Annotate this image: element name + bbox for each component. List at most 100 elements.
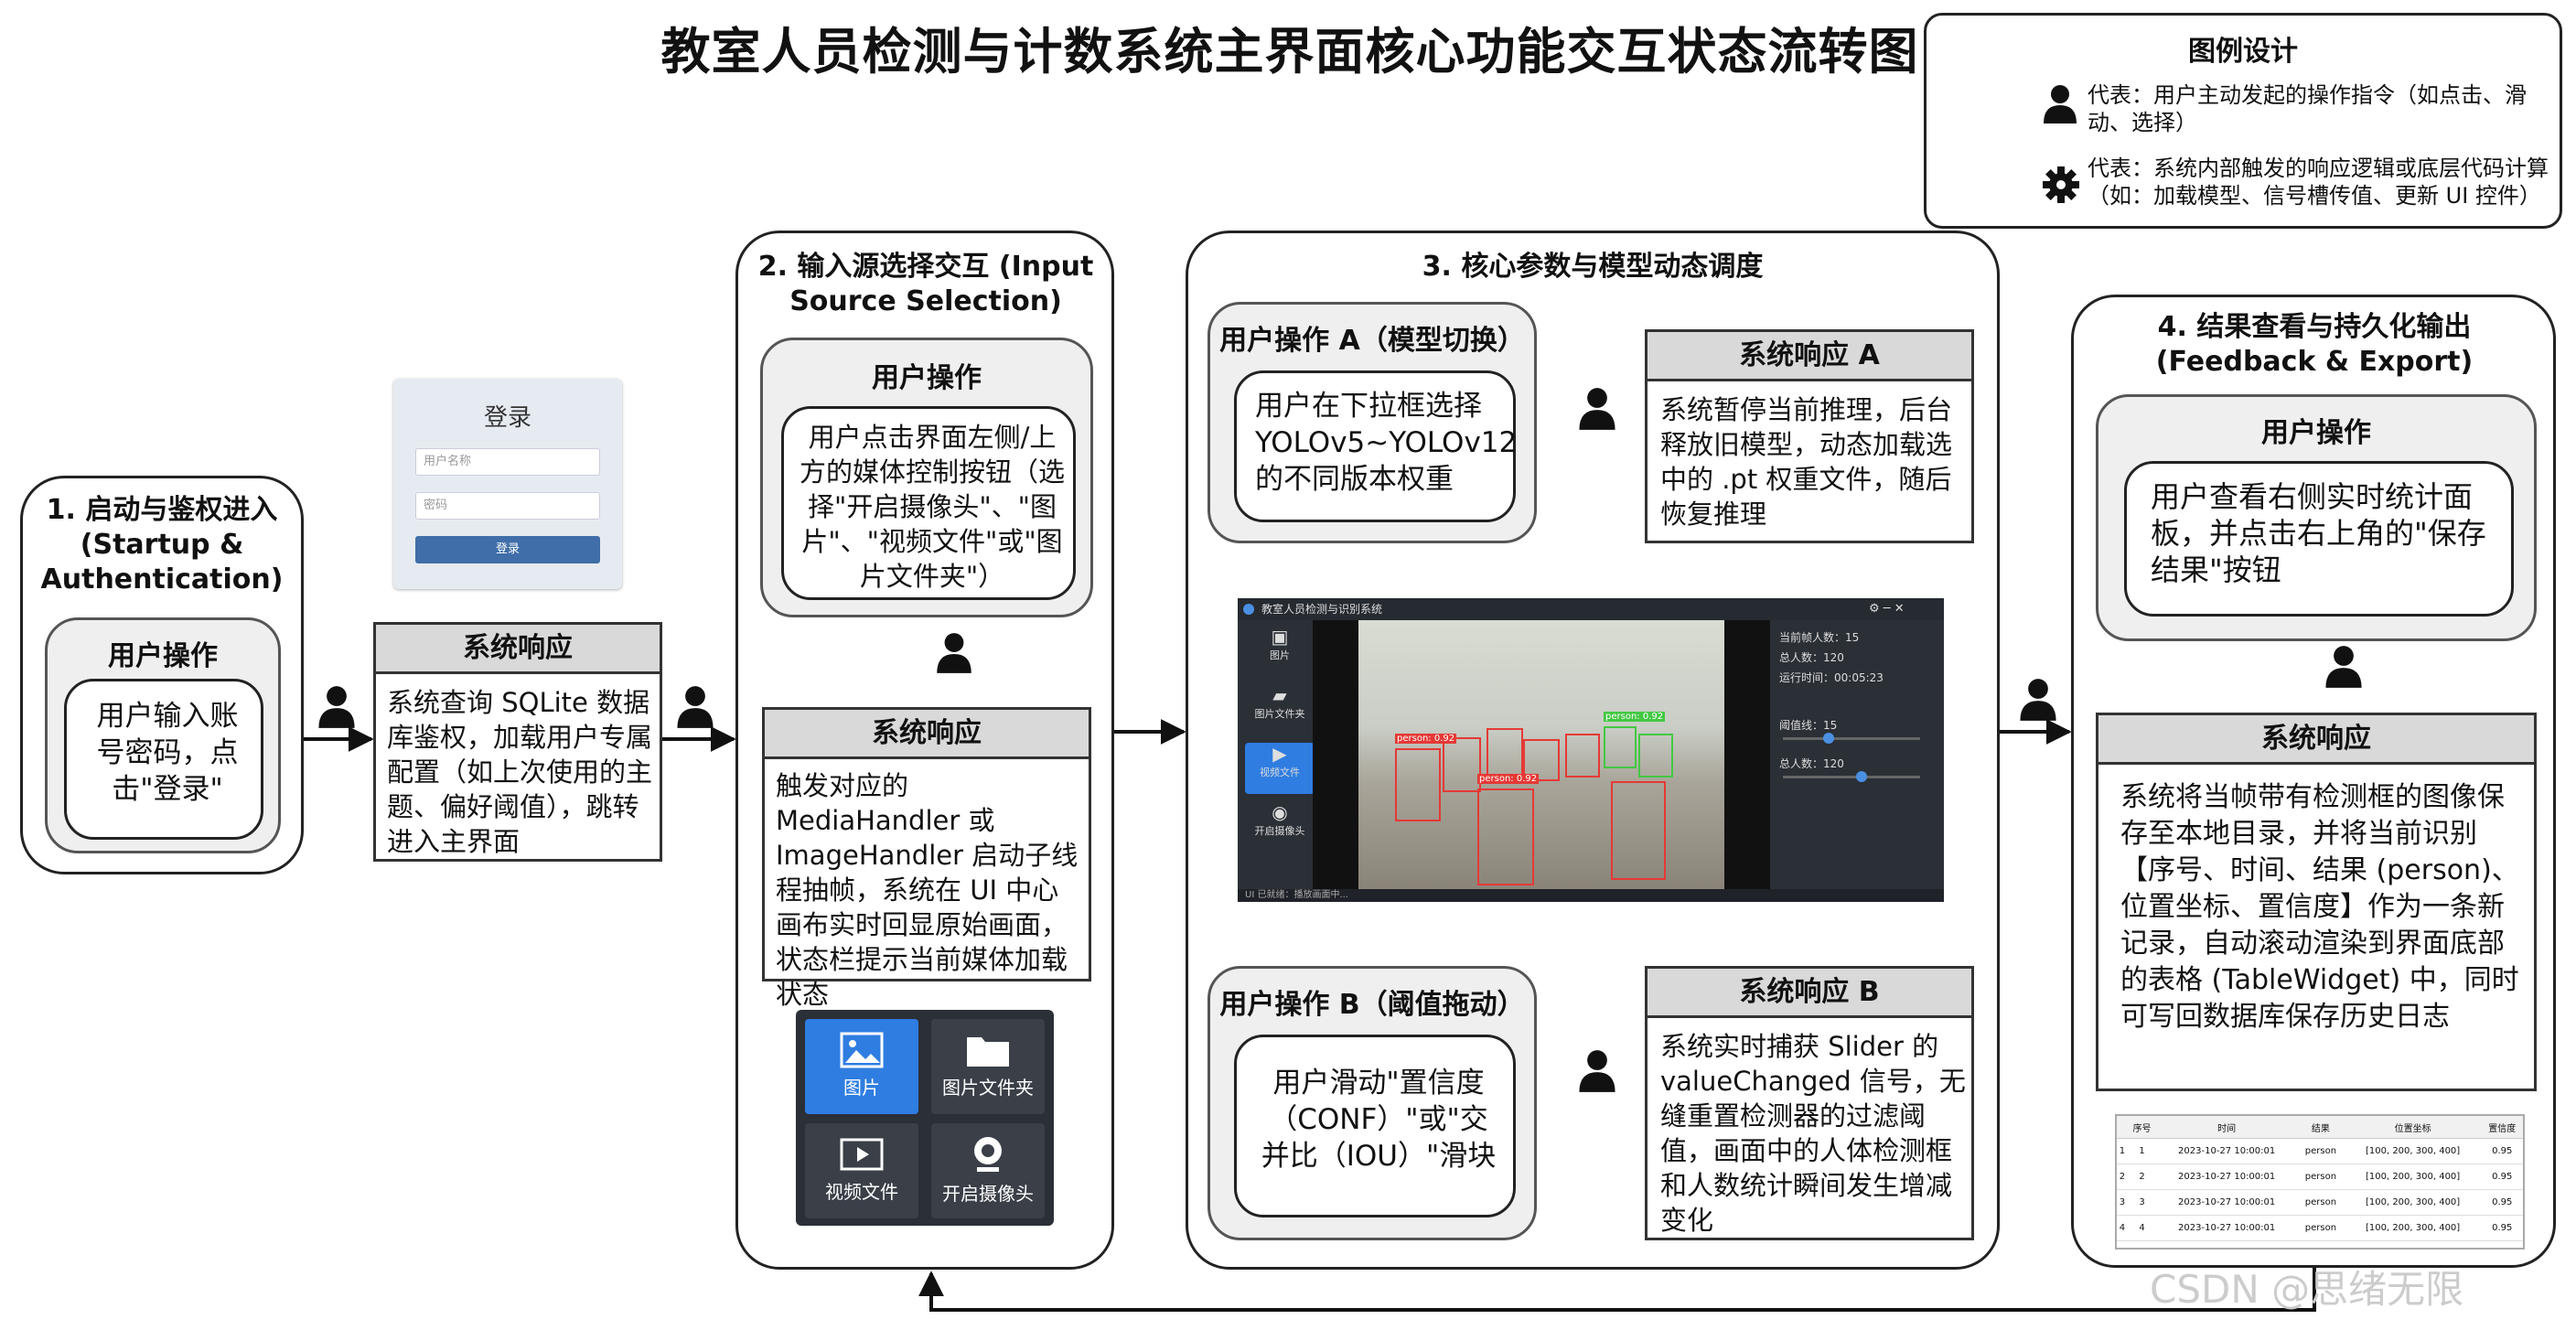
arrow-feedback-loop [918, 1268, 2316, 1312]
threshold-label: 阈值线：15 [1779, 719, 1838, 732]
stage1-user-box: 用户操作 用户输入账号密码，点击"登录" [45, 617, 281, 853]
video-icon [840, 1138, 884, 1171]
stage2-user-inner: 用户点击界面左侧/上方的媒体控制按钮（选择"开启摄像头"、"图片"、"视频文件"… [781, 406, 1076, 600]
stage4-user-box: 用户操作 用户查看右侧实时统计面板，并点击右上角的"保存结果"按钮 [2096, 394, 2537, 641]
app-side-video-label: 视频文件 [1260, 767, 1300, 778]
camera-icon [974, 1137, 1002, 1172]
app-status-bar: UI 已就绪：播放画面中... [1238, 889, 1944, 902]
stage4-sys-text: 系统将当帧带有检测框的图像保存至本地目录，并将当前识别【序号、时间、结果 (pe… [2120, 781, 2519, 1033]
watermark: CSDN @思绪无限 [2150, 1267, 2464, 1312]
table-header [2117, 1116, 2128, 1139]
user-icon [2325, 646, 2362, 688]
login-button[interactable]: 登录 [415, 536, 600, 563]
table-cell: person [2297, 1189, 2345, 1216]
username-input[interactable]: 用户名称 [415, 448, 600, 476]
app-side-folder[interactable]: ▰图片文件夹 [1245, 684, 1315, 735]
window-controls-icon[interactable]: ⚙ ─ ✕ [1869, 602, 1905, 616]
stage3-userB-label: 用户操作 B（阈值拖动） [1219, 989, 1525, 1021]
app-side-camera[interactable]: ◉开启摄像头 [1245, 801, 1315, 853]
user-icon [1579, 388, 1615, 430]
iou-slider[interactable] [1783, 776, 1920, 778]
user-icon [2044, 85, 2077, 123]
conf-slider[interactable] [1783, 737, 1920, 740]
image-icon [840, 1032, 884, 1068]
password-input[interactable]: 密码 [415, 492, 600, 520]
table-cell: 2023-10-27 10:00:01 [2156, 1138, 2298, 1164]
table-cell: 0.95 [2481, 1189, 2523, 1216]
video-file-button-label: 视频文件 [825, 1181, 898, 1203]
classroom-frame: person: 0.92 person: 0.92 person: 0.92 [1358, 620, 1724, 889]
legend-solid-text: 代表：用户主动发起的操作指令（如点击、滑动、选择） [2088, 82, 2527, 135]
stage1-sys-box: 系统响应 系统查询 SQLite 数据库鉴权，加载用户专属配置（如上次使用的主题… [373, 622, 662, 862]
app-side-folder-label: 图片文件夹 [1254, 708, 1305, 720]
stage4-sys-box: 系统响应 系统将当帧带有检测框的图像保存至本地目录，并将当前识别【序号、时间、结… [2096, 713, 2537, 1091]
table-header: 位置坐标 [2344, 1116, 2482, 1139]
stage2-user-label: 用户操作 [872, 362, 982, 394]
detection-box [1604, 726, 1637, 768]
stage4-user-inner: 用户查看右侧实时统计面板，并点击右上角的"保存结果"按钮 [2124, 461, 2514, 617]
stage3-userA-inner: 用户在下拉框选择 YOLOv5~YOLOv12 的不同版本权重 [1234, 370, 1517, 522]
table-cell: 2023-10-27 10:00:01 [2156, 1215, 2298, 1241]
detection-box [1523, 739, 1560, 781]
image-button[interactable]: 图片 [805, 1019, 918, 1114]
stage2-user-box: 用户操作 用户点击界面左侧/上方的媒体控制按钮（选择"开启摄像头"、"图片"、"… [760, 338, 1093, 617]
stage1-sys-label: 系统响应 [376, 625, 660, 674]
detection-label: person: 0.92 [1604, 712, 1666, 722]
stage1-user-inner: 用户输入账号密码，点击"登录" [64, 679, 263, 840]
table-cell: 2 [2127, 1164, 2157, 1190]
stage4-user-label: 用户操作 [2261, 417, 2371, 449]
stage2-sys-box: 系统响应 触发对应的 MediaHandler 或 ImageHandler 启… [762, 707, 1091, 1010]
table-cell: 1 [2117, 1138, 2128, 1164]
detection-box [1638, 734, 1673, 778]
current-count-text: 当前帧人数：15 [1779, 631, 1860, 644]
detection-label: person: 0.92 [1477, 774, 1540, 784]
stage1-user-label: 用户操作 [108, 640, 218, 672]
table-cell: person [2297, 1215, 2345, 1241]
stage1-sys-text: 系统查询 SQLite 数据库鉴权，加载用户专属配置（如上次使用的主题、偏好阈值… [387, 687, 653, 857]
table-cell: [100, 200, 300, 400] [2344, 1189, 2482, 1216]
stage3-sysA-label: 系统响应 A [1648, 332, 1971, 381]
video-canvas: person: 0.92 person: 0.92 person: 0.92 [1313, 620, 1770, 889]
image-button-label: 图片 [843, 1077, 880, 1099]
open-camera-button-label: 开启摄像头 [942, 1183, 1034, 1205]
stage4-user-text: 用户查看右侧实时统计面板，并点击右上角的"保存结果"按钮 [2151, 479, 2486, 587]
user-icon [2020, 679, 2056, 721]
app-side-image[interactable]: ▣图片 [1245, 626, 1315, 677]
table-cell: 1 [2127, 1138, 2157, 1164]
open-camera-button[interactable]: 开启摄像头 [931, 1123, 1045, 1218]
stage3-sysA-text: 系统暂停当前推理，后台释放旧模型，动态加载选中的 .pt 权重文件，随后恢复推理 [1660, 394, 1953, 530]
table-cell: person [2297, 1164, 2345, 1190]
video-file-button[interactable]: 视频文件 [805, 1123, 918, 1218]
stage1-container: 1. 启动与鉴权进入 (Startup & Authentication) 用户… [20, 476, 304, 874]
page-title: 教室人员检测与计数系统主界面核心功能交互状态流转图 [660, 23, 1919, 80]
stage2-title: 2. 输入源选择交互 (Input Source Selection) [757, 251, 1094, 317]
table-header: 结果 [2297, 1116, 2345, 1139]
table-header-row: 序号 时间 结果 位置坐标 置信度 [2117, 1116, 2523, 1139]
conf-slider-handle[interactable] [1823, 733, 1834, 744]
table-cell: 3 [2117, 1189, 2128, 1216]
legend-box: 图例设计 代表：用户主动发起的操作指令（如点击、滑动、选择） 代表：系统内部触发… [1924, 13, 2562, 229]
legend-dashed-text: 代表：系统内部触发的响应逻辑或底层代码计算（如：加载模型、信号槽传值、更新 UI… [2088, 156, 2549, 209]
table-cell: 4 [2127, 1215, 2157, 1241]
table-cell: [100, 200, 300, 400] [2344, 1164, 2482, 1190]
image-folder-button[interactable]: 图片文件夹 [931, 1019, 1045, 1114]
iou-slider-handle[interactable] [1856, 771, 1867, 782]
user-icon [937, 633, 971, 673]
app-side-image-label: 图片 [1270, 649, 1290, 661]
detection-box [1443, 737, 1481, 792]
stage1-title: 1. 启动与鉴权进入 (Startup & Authentication) [40, 494, 284, 595]
stage3-userA-box: 用户操作 A（模型切换） 用户在下拉框选择 YOLOv5~YOLOv12 的不同… [1208, 302, 1537, 543]
app-side-video[interactable]: ▶视频文件 [1245, 743, 1315, 794]
app-window-screenshot: 教室人员检测与识别系统 ⚙ ─ ✕ ▣图片 ▰图片文件夹 ▶视频文件 ◉开启摄像… [1238, 598, 1944, 902]
table-cell: 0.95 [2481, 1164, 2523, 1190]
detection-box [1487, 728, 1523, 776]
table-cell: 2 [2117, 1164, 2128, 1190]
user-icon [318, 686, 355, 728]
table-cell: 0.95 [2481, 1215, 2523, 1241]
detection-box [1565, 734, 1600, 778]
